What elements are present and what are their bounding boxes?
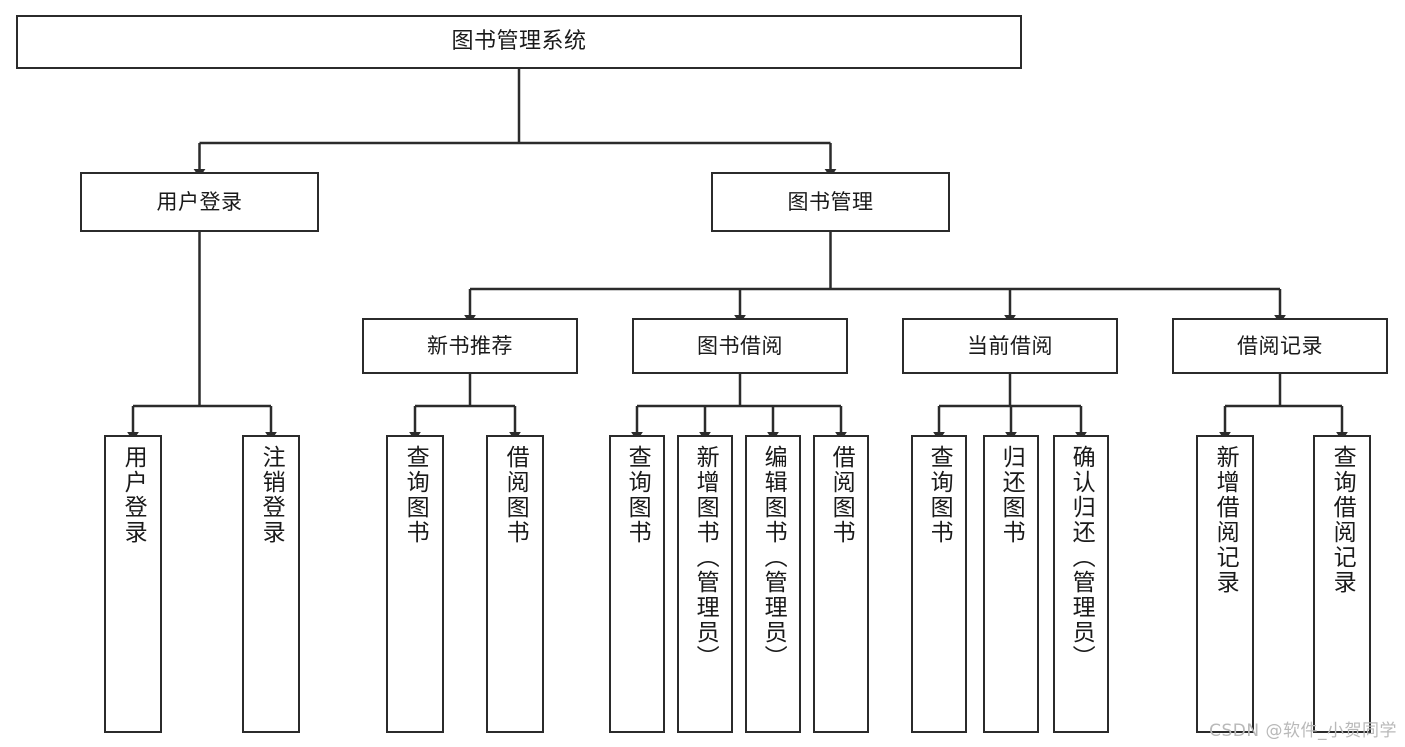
leaf-add-borrow-record[interactable]: 新增借阅记录	[1196, 435, 1254, 733]
node-label: 新书推荐	[427, 333, 513, 358]
node-label: 用户登录	[156, 189, 243, 214]
node-current-borrow[interactable]: 当前借阅	[902, 318, 1118, 374]
node-label: 归还图书	[998, 445, 1025, 545]
node-label: 新增图书（管理员）	[692, 445, 719, 670]
node-root[interactable]: 图书管理系统	[16, 15, 1022, 69]
node-book-management[interactable]: 图书管理	[711, 172, 950, 232]
leaf-logout[interactable]: 注销登录	[242, 435, 300, 733]
node-user-login[interactable]: 用户登录	[80, 172, 319, 232]
leaf-user-login[interactable]: 用户登录	[104, 435, 162, 733]
node-book-borrow[interactable]: 图书借阅	[632, 318, 848, 374]
leaf-edit-book[interactable]: 编辑图书（管理员）	[745, 435, 801, 733]
node-label: 图书管理	[787, 189, 874, 214]
leaf-query-borrow-record[interactable]: 查询借阅记录	[1313, 435, 1371, 733]
node-label: 图书管理系统	[451, 29, 587, 55]
node-label: 当前借阅	[967, 333, 1053, 358]
node-label: 图书借阅	[697, 333, 783, 358]
leaf-borrow-book[interactable]: 借阅图书	[813, 435, 869, 733]
leaf-query-book-recommend[interactable]: 查询图书	[386, 435, 444, 733]
node-label: 新增借阅记录	[1212, 445, 1239, 595]
leaf-borrow-book-recommend[interactable]: 借阅图书	[486, 435, 544, 733]
leaf-add-book[interactable]: 新增图书（管理员）	[677, 435, 733, 733]
node-label: 注销登录	[258, 445, 285, 545]
leaf-query-book-current[interactable]: 查询图书	[911, 435, 967, 733]
leaf-confirm-return[interactable]: 确认归还（管理员）	[1053, 435, 1109, 733]
node-label: 借阅图书	[502, 445, 529, 545]
node-label: 查询图书	[624, 445, 651, 545]
node-new-book-recommend[interactable]: 新书推荐	[362, 318, 578, 374]
node-label: 确认归还（管理员）	[1068, 445, 1095, 670]
node-label: 查询图书	[926, 445, 953, 545]
node-borrow-record[interactable]: 借阅记录	[1172, 318, 1388, 374]
leaf-query-book-borrow[interactable]: 查询图书	[609, 435, 665, 733]
watermark: CSDN @软件_小贺同学	[1209, 721, 1397, 741]
leaf-return-book[interactable]: 归还图书	[983, 435, 1039, 733]
node-label: 借阅记录	[1237, 333, 1323, 358]
node-label: 用户登录	[120, 445, 147, 545]
node-label: 查询图书	[402, 445, 429, 545]
node-label: 编辑图书（管理员）	[760, 445, 787, 670]
node-label: 借阅图书	[828, 445, 855, 545]
node-label: 查询借阅记录	[1329, 445, 1356, 595]
